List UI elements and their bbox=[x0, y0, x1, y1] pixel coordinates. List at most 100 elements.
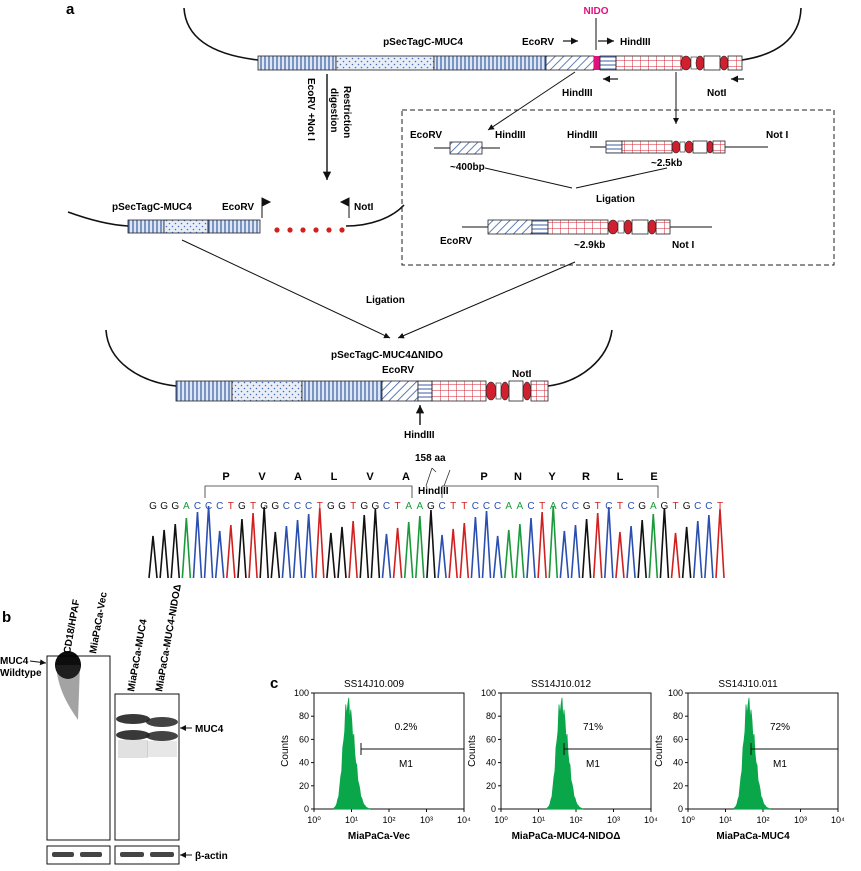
sample-label: MiaPaCa-MUC4-NIDOΔ bbox=[512, 831, 621, 842]
x-tick-label: 10¹ bbox=[719, 815, 732, 825]
y-tick-label: 40 bbox=[486, 758, 496, 768]
base: T bbox=[350, 501, 356, 512]
box-ligation-label: Ligation bbox=[596, 194, 635, 205]
trace-peak bbox=[303, 513, 314, 579]
trace-peak bbox=[337, 526, 347, 579]
trace-peak bbox=[159, 529, 169, 579]
plot-frame bbox=[313, 692, 465, 810]
base: C bbox=[383, 501, 390, 512]
top-noti-label: NotI bbox=[707, 88, 727, 99]
trace-peak bbox=[681, 526, 692, 579]
top-plasmid-name: pSecTagC-MUC4 bbox=[383, 37, 463, 48]
trace-peak bbox=[237, 518, 247, 579]
base: T bbox=[672, 501, 678, 512]
trace-peak bbox=[492, 535, 503, 579]
y-tick-label: 100 bbox=[668, 688, 683, 698]
trace-peak bbox=[292, 519, 303, 579]
nido-domain bbox=[594, 56, 600, 70]
y-tick-label: 0 bbox=[678, 804, 683, 814]
sample-label: MiaPaCa-Vec bbox=[348, 831, 411, 842]
trace-peak bbox=[314, 507, 325, 579]
y-axis-label: Counts bbox=[467, 735, 478, 767]
trace-peak bbox=[281, 525, 292, 579]
base: C bbox=[283, 501, 290, 512]
top-plasmid-insert bbox=[257, 55, 743, 71]
amino-acid-right: L bbox=[617, 471, 624, 483]
top-backbone-right bbox=[741, 7, 802, 61]
base: C bbox=[472, 501, 479, 512]
trace-peak bbox=[670, 532, 681, 579]
trace-peak bbox=[448, 528, 458, 579]
gate-label: M1 bbox=[399, 759, 413, 770]
removed-segment-dots bbox=[274, 227, 345, 233]
trace-peak bbox=[704, 514, 714, 579]
trace-peak bbox=[481, 510, 492, 579]
base: G bbox=[238, 501, 246, 512]
trace-peak bbox=[592, 512, 603, 579]
amino-acid-left: V bbox=[366, 471, 374, 483]
x-tick-label: 10³ bbox=[607, 815, 620, 825]
base: A bbox=[183, 501, 190, 512]
y-tick-label: 80 bbox=[486, 711, 496, 721]
lane-label-3: MiaPaCa-MUC4 bbox=[126, 618, 150, 693]
base: G bbox=[260, 501, 268, 512]
y-tick-label: 20 bbox=[486, 781, 496, 791]
amino-acid-left: L bbox=[331, 471, 338, 483]
amino-acid-right: Y bbox=[548, 471, 556, 483]
gate-percent: 71% bbox=[583, 722, 603, 733]
trace-peak bbox=[526, 517, 536, 579]
x-tick-label: 10² bbox=[569, 815, 582, 825]
base: C bbox=[527, 501, 534, 512]
amino-acid-right: N bbox=[514, 471, 522, 483]
gate-label: M1 bbox=[773, 759, 787, 770]
digested-vector bbox=[127, 219, 261, 234]
trace-peak bbox=[226, 524, 236, 579]
top-hindiii-label: HindIII bbox=[620, 37, 651, 48]
lane-label-4: MiaPaCa-MUC4-NIDOΔ bbox=[154, 583, 184, 692]
base: C bbox=[705, 501, 712, 512]
vector-ecorv: EcoRV bbox=[222, 202, 254, 213]
base: C bbox=[216, 501, 223, 512]
trace-peak bbox=[570, 524, 581, 579]
seq-hindiii-label: HindIII bbox=[418, 486, 449, 497]
amino-acid-left: A bbox=[402, 471, 410, 483]
base: C bbox=[627, 501, 634, 512]
lane-label-2: MiaPaCa-Vec bbox=[88, 591, 110, 655]
band-actin bbox=[52, 852, 174, 857]
band-muc4-right-lane bbox=[146, 717, 178, 757]
panel-a-letter: a bbox=[66, 1, 75, 18]
ligated-noti: Not I bbox=[672, 240, 694, 251]
x-tick-label: 10⁴ bbox=[831, 815, 845, 825]
histogram-id: SS14J10.011 bbox=[718, 679, 778, 690]
y-tick-label: 100 bbox=[294, 688, 309, 698]
y-tick-label: 0 bbox=[304, 804, 309, 814]
lane-label-1: CD18/HPAF bbox=[62, 599, 82, 655]
base: C bbox=[294, 501, 301, 512]
base: T bbox=[228, 501, 234, 512]
y-tick-label: 100 bbox=[481, 688, 496, 698]
plot-frame bbox=[687, 692, 839, 810]
trace-peak bbox=[270, 531, 281, 579]
fragment-box bbox=[401, 109, 835, 266]
y-tick-label: 60 bbox=[486, 734, 496, 744]
x-tick-label: 10⁰ bbox=[494, 815, 508, 825]
base: C bbox=[305, 501, 312, 512]
ligated-fragment bbox=[487, 219, 671, 235]
trace-peak bbox=[637, 519, 647, 579]
trace-peak bbox=[581, 518, 592, 579]
chromatogram bbox=[148, 505, 725, 579]
y-axis-label: Counts bbox=[280, 735, 291, 767]
base: C bbox=[483, 501, 490, 512]
top-ecorv-label: EcoRV bbox=[522, 37, 554, 48]
base: G bbox=[338, 501, 346, 512]
trace-peak bbox=[181, 517, 192, 579]
trace-peak bbox=[437, 534, 447, 579]
x-tick-label: 10³ bbox=[794, 815, 807, 825]
vector-name: pSecTagC-MUC4 bbox=[112, 202, 192, 213]
y-tick-label: 80 bbox=[673, 711, 683, 721]
base: C bbox=[194, 501, 201, 512]
ligated-size: ~2.9kb bbox=[574, 240, 605, 251]
base: C bbox=[605, 501, 612, 512]
